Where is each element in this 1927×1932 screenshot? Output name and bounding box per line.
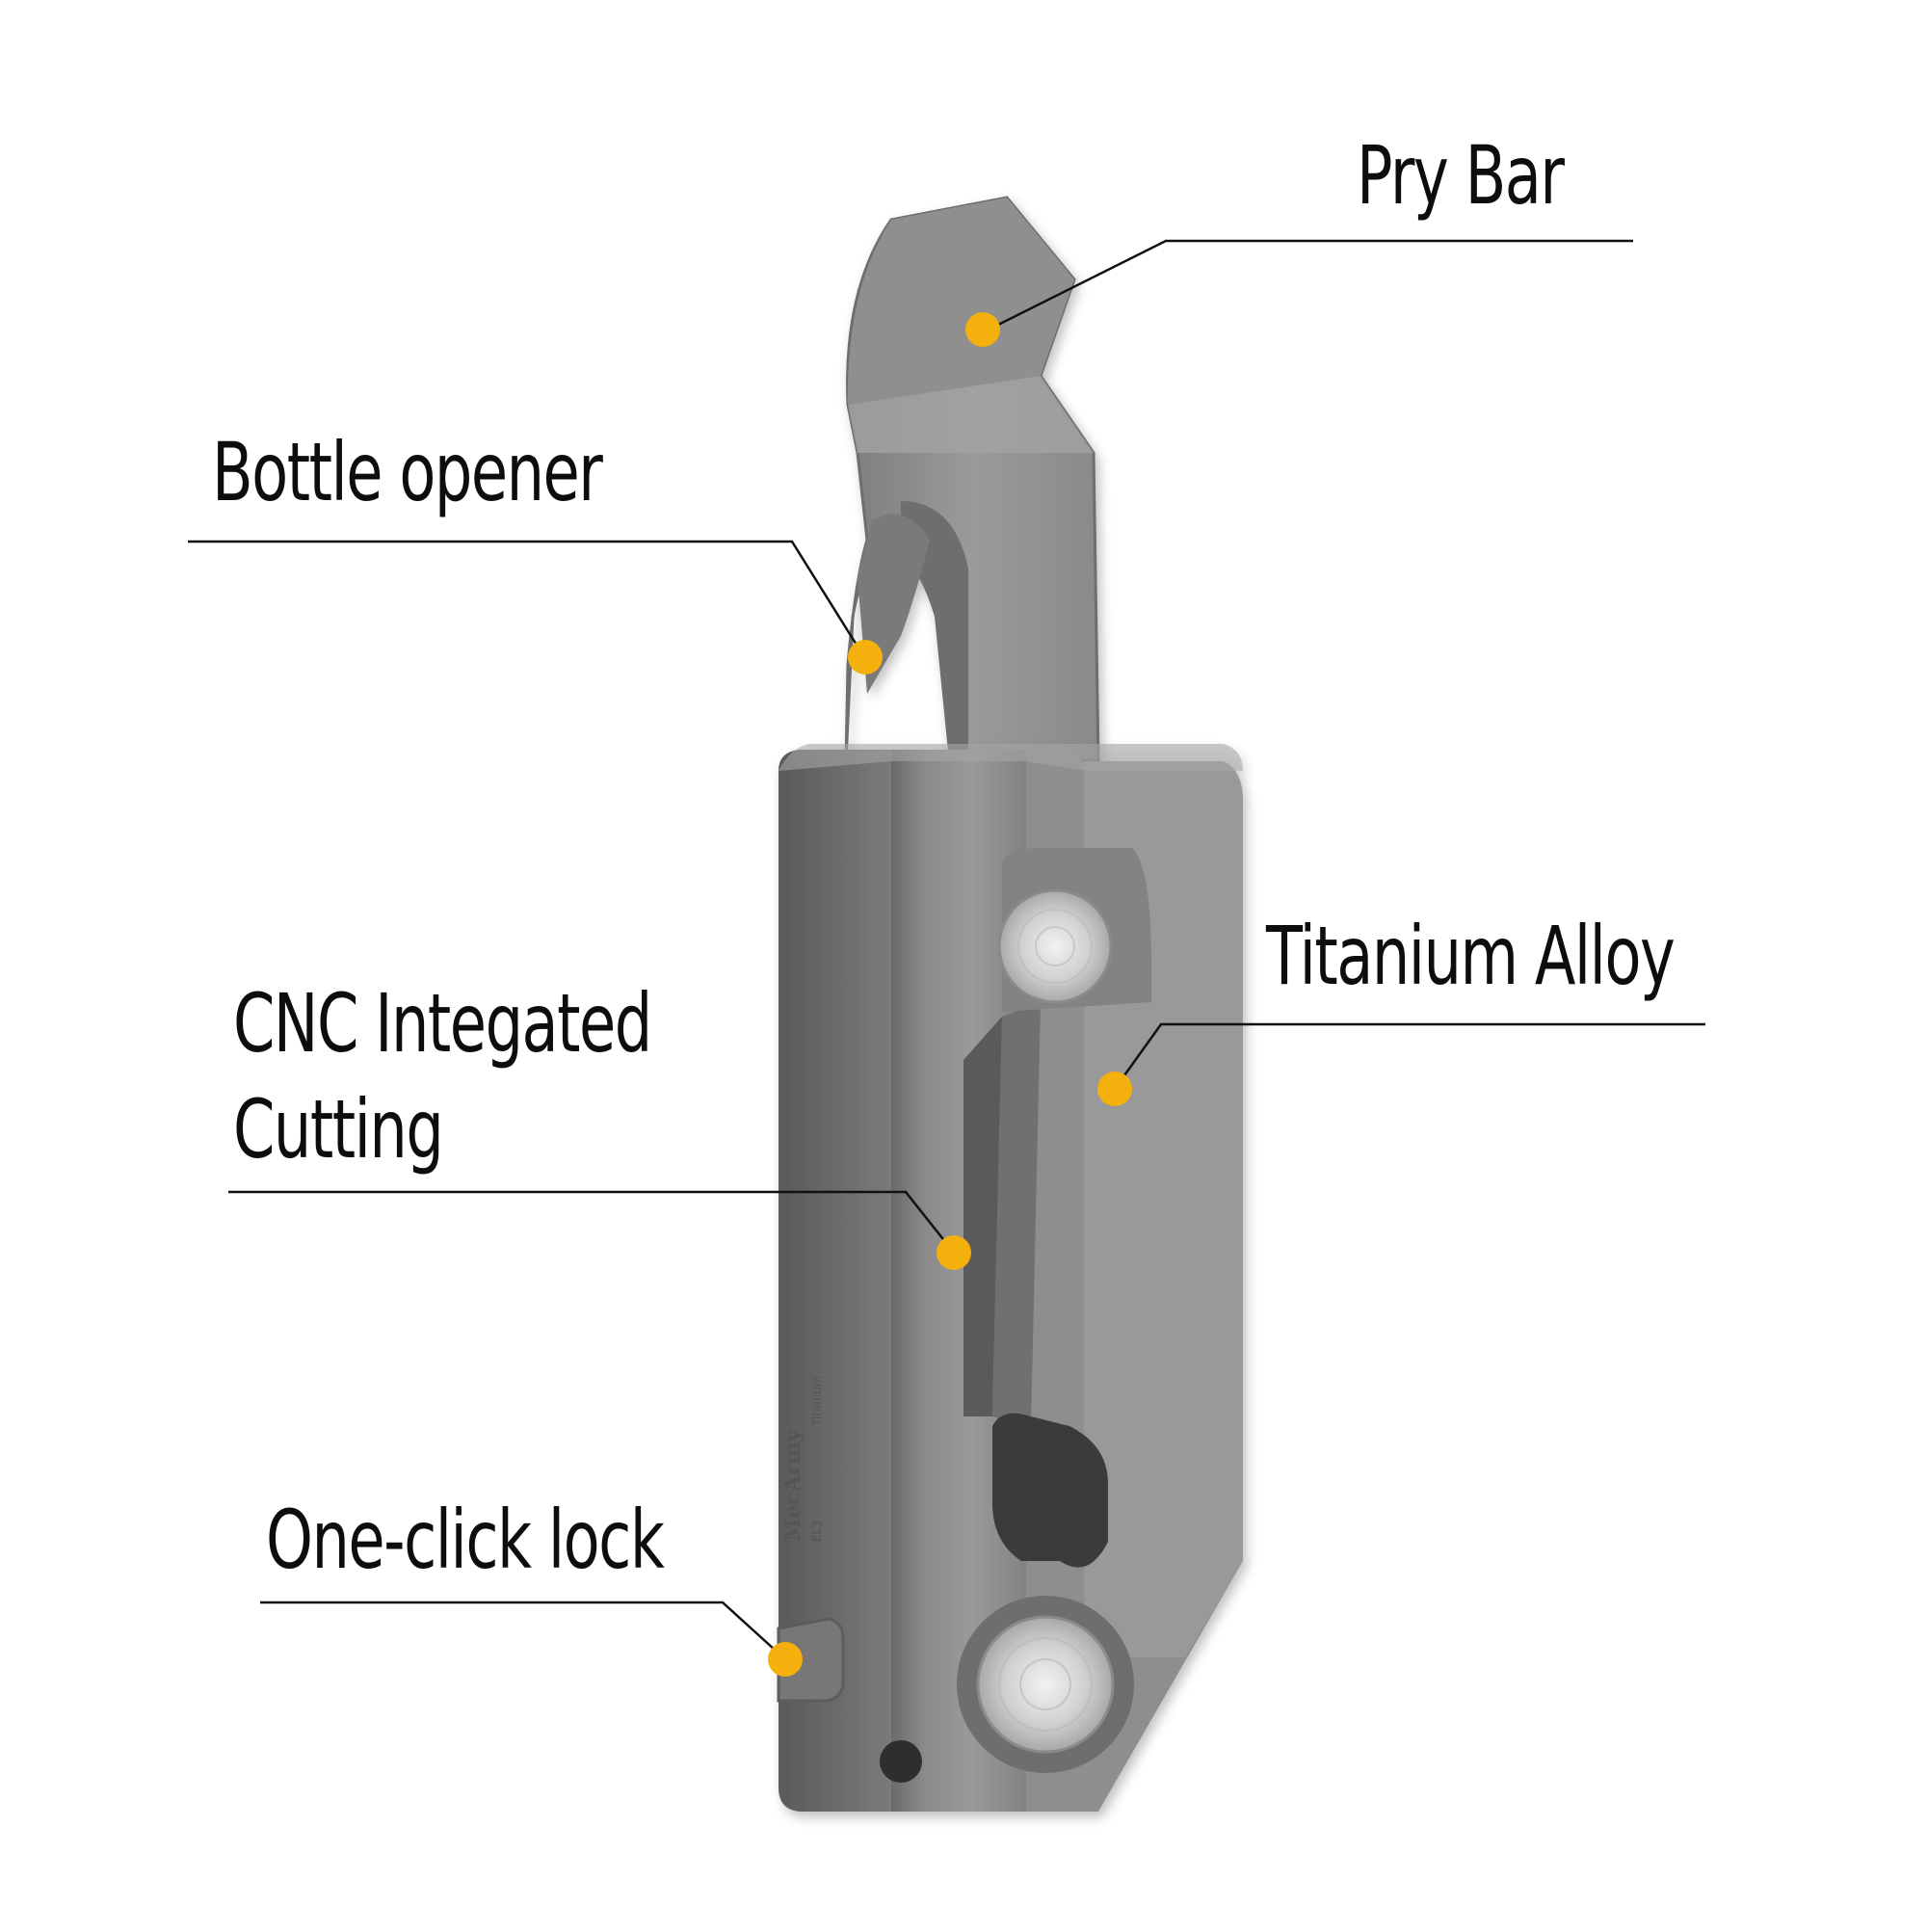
leader-lines bbox=[188, 239, 1705, 1660]
cnc-leader bbox=[228, 1190, 955, 1254]
pry-bar-blade bbox=[844, 196, 1100, 763]
titanium-leader bbox=[1113, 1022, 1705, 1090]
top-pivot-pin bbox=[997, 888, 1113, 1004]
lanyard-hole bbox=[880, 1740, 922, 1783]
engraving-material: Titanium bbox=[810, 1375, 824, 1427]
engraving-brand: MecArmy bbox=[780, 1428, 805, 1542]
bottle-opener-marker bbox=[848, 640, 883, 675]
pry-bar-label: Pry Bar bbox=[1357, 128, 1565, 223]
engraving-model: EL3 bbox=[810, 1521, 824, 1542]
titanium-body bbox=[779, 744, 1243, 1812]
cnc-marker bbox=[937, 1235, 971, 1270]
bottle-opener-leader bbox=[188, 540, 866, 658]
pry-bar-leader bbox=[982, 239, 1633, 334]
titanium-alloy-label: Titanium Alloy bbox=[1266, 909, 1676, 1003]
lock-marker bbox=[768, 1642, 803, 1677]
one-click-lock-label: One-click lock bbox=[266, 1493, 665, 1587]
cnc-label-line2: Cutting bbox=[233, 1082, 444, 1177]
lock-button bbox=[777, 1617, 845, 1703]
titanium-marker bbox=[1097, 1072, 1132, 1106]
lock-leader bbox=[260, 1601, 786, 1660]
markers bbox=[768, 312, 1132, 1677]
cnc-label-line1: CNC Integated bbox=[233, 976, 652, 1071]
pry-bar-marker bbox=[965, 312, 1000, 347]
bottle-opener-label: Bottle opener bbox=[212, 425, 603, 519]
